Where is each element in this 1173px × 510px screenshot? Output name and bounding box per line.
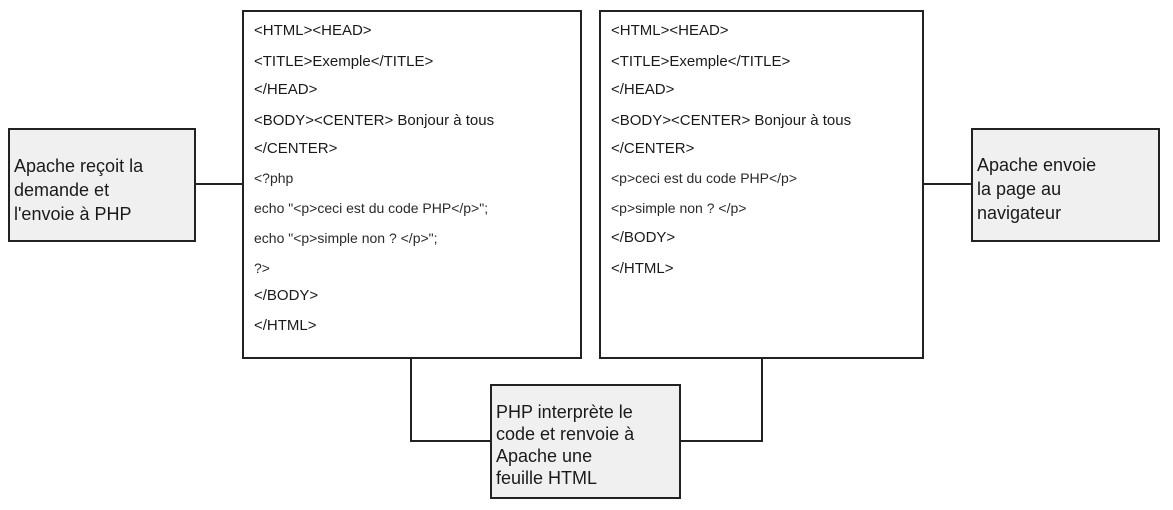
source-line-6: <?php [254, 170, 294, 186]
apache-sends-line-3: navigateur [977, 203, 1062, 223]
php-interprets-line-3: Apache une [496, 446, 593, 466]
source-line-8: echo "<p>simple non ? </p>"; [254, 230, 438, 246]
connector-source-to-php [410, 358, 491, 442]
apache-receives-line-1: Apache reçoit la [14, 156, 144, 176]
source-line-7: echo "<p>ceci est du code PHP</p>"; [254, 200, 489, 216]
php-interprets-line-2: code et renvoie à [496, 424, 635, 444]
source-line-4: <BODY><CENTER> Bonjour à tous [254, 112, 495, 129]
output-line-3: </HEAD> [611, 81, 675, 98]
output-line-2: <TITLE>Exemple</TITLE> [611, 53, 791, 70]
source-line-9: ?> [254, 260, 270, 276]
apache-sends-line-1: Apache envoie [977, 155, 1097, 175]
output-line-6: <p>ceci est du code PHP</p> [611, 170, 798, 186]
connector-php-to-output [680, 358, 763, 442]
output-line-5: </CENTER> [611, 140, 695, 157]
php-interprets-box: PHP interprète le code et renvoie à Apac… [490, 384, 681, 499]
php-interprets-line-4: feuille HTML [496, 468, 598, 488]
output-line-1: <HTML><HEAD> [611, 22, 729, 39]
php-interprets-line-1: PHP interprète le [496, 402, 633, 422]
source-line-10: </BODY> [254, 287, 319, 304]
source-line-1: <HTML><HEAD> [254, 22, 372, 39]
apache-receives-box: Apache reçoit la demande et l'envoie à P… [8, 128, 196, 242]
apache-receives-line-3: l'envoie à PHP [14, 204, 132, 224]
source-line-2: <TITLE>Exemple</TITLE> [254, 53, 434, 70]
source-code-box: <HTML><HEAD> <TITLE>Exemple</TITLE> </HE… [242, 10, 582, 359]
source-line-3: </HEAD> [254, 81, 318, 98]
output-line-7: <p>simple non ? </p> [611, 200, 747, 216]
source-line-11: </HTML> [254, 317, 317, 334]
output-line-4: <BODY><CENTER> Bonjour à tous [611, 112, 852, 129]
apache-sends-box: Apache envoie la page au navigateur [971, 128, 1160, 242]
apache-receives-line-2: demande et [14, 180, 110, 200]
output-line-8: </BODY> [611, 229, 676, 246]
output-line-9: </HTML> [611, 260, 674, 277]
source-line-5: </CENTER> [254, 140, 338, 157]
apache-sends-line-2: la page au [977, 179, 1062, 199]
output-code-box: <HTML><HEAD> <TITLE>Exemple</TITLE> </HE… [599, 10, 924, 359]
